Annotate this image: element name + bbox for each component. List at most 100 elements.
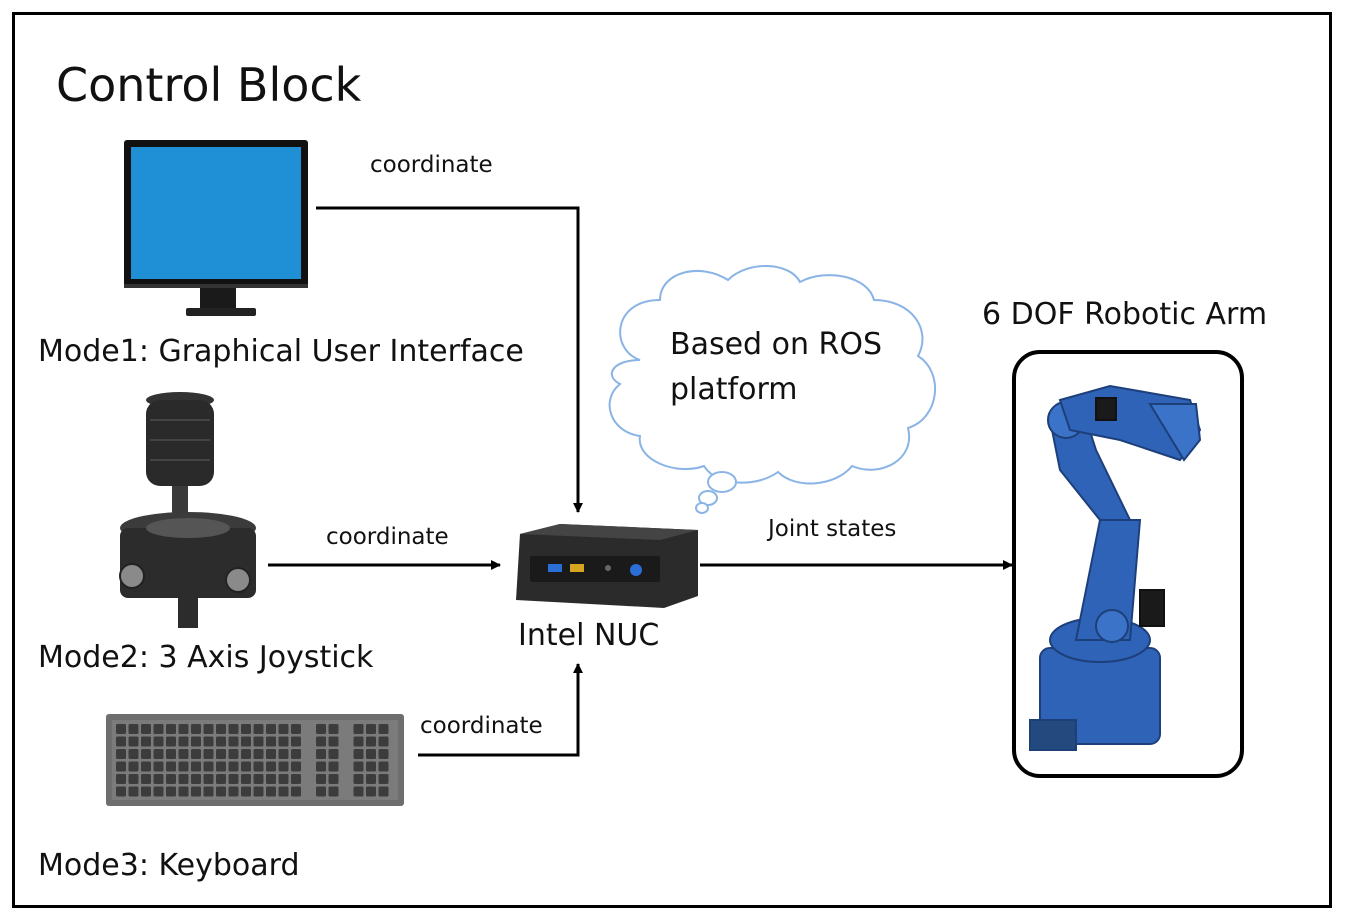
keyboard-key [328, 774, 339, 784]
keyboard-key [116, 786, 126, 797]
keyboard-key [378, 749, 389, 759]
cloud-text-line2: platform [670, 372, 798, 407]
keyboard-key [191, 786, 201, 797]
keyboard-key [153, 786, 164, 797]
keyboard-key [216, 761, 226, 772]
keyboard-key [253, 774, 264, 784]
keyboard-key [191, 761, 201, 772]
keyboard-key [116, 761, 126, 772]
keyboard-key [203, 786, 214, 797]
keyboard-key [328, 749, 339, 759]
coordinate-label-gui: coordinate [370, 152, 493, 178]
keyboard-key [266, 774, 276, 784]
keyboard-key [353, 761, 364, 772]
keyboard-icon [106, 714, 404, 806]
keyboard-key [378, 724, 389, 734]
coordinate-label-keyboard: coordinate [420, 713, 543, 739]
robotic-arm-icon [1029, 384, 1202, 751]
keyboard-key [228, 736, 239, 747]
keyboard-key [253, 786, 264, 797]
keyboard-key [353, 749, 364, 759]
keyboard-key [166, 761, 176, 772]
keyboard-key [178, 774, 189, 784]
keyboard-key [178, 761, 189, 772]
keyboard-key [291, 749, 301, 759]
keyboard-key [153, 749, 164, 759]
intel-nuc-icon [516, 524, 698, 608]
keyboard-key [203, 774, 214, 784]
keyboard-key [353, 736, 364, 747]
keyboard-key [166, 736, 176, 747]
keyboard-key [278, 724, 289, 734]
keyboard-key [241, 786, 251, 797]
keyboard-key [141, 749, 151, 759]
keyboard-key [291, 774, 301, 784]
coordinate-label-joystick: coordinate [326, 524, 449, 550]
keyboard-key [166, 724, 176, 734]
keyboard-key [366, 761, 376, 772]
keyboard-key [253, 761, 264, 772]
keyboard-key [128, 749, 139, 759]
keyboard-key [316, 774, 326, 784]
keyboard-key [253, 736, 264, 747]
keyboard-key [203, 736, 214, 747]
keyboard-key [216, 774, 226, 784]
keyboard-key [178, 786, 189, 797]
keyboard-key [191, 774, 201, 784]
mode2-label: Mode2: 3 Axis Joystick [38, 640, 374, 675]
keyboard-key [191, 749, 201, 759]
keyboard-key [203, 749, 214, 759]
keyboard-key [203, 724, 214, 734]
page-title: Control Block [56, 58, 362, 112]
keyboard-key [128, 761, 139, 772]
intel-nuc-label: Intel NUC [518, 618, 660, 653]
keyboard-key [378, 761, 389, 772]
keyboard-key [241, 736, 251, 747]
keyboard-key [366, 724, 376, 734]
keyboard-key [116, 736, 126, 747]
keyboard-key [241, 724, 251, 734]
keyboard-key [266, 724, 276, 734]
keyboard-key [128, 724, 139, 734]
keyboard-key [153, 724, 164, 734]
keyboard-key [328, 736, 339, 747]
keyboard-key [166, 749, 176, 759]
keyboard-key [128, 774, 139, 784]
mode3-label: Mode3: Keyboard [38, 848, 300, 883]
keyboard-key [328, 724, 339, 734]
keyboard-key [191, 724, 201, 734]
keyboard-key [328, 761, 339, 772]
keyboard-key [178, 724, 189, 734]
keyboard-key [128, 736, 139, 747]
keyboard-key [291, 724, 301, 734]
keyboard-key [353, 724, 364, 734]
keyboard-key [116, 724, 126, 734]
keyboard-key [316, 724, 326, 734]
keyboard-key [141, 786, 151, 797]
thought-cloud-icon [608, 265, 937, 514]
keyboard-key [278, 736, 289, 747]
keyboard-key [153, 736, 164, 747]
keyboard-key [141, 761, 151, 772]
keyboard-key [216, 736, 226, 747]
keyboard-key [178, 736, 189, 747]
arrow-keyboard-to-nuc [418, 663, 583, 757]
keyboard-key [328, 786, 339, 797]
keyboard-key [241, 761, 251, 772]
keyboard-key [141, 736, 151, 747]
keyboard-key [266, 736, 276, 747]
keyboard-key [216, 724, 226, 734]
keyboard-key [278, 761, 289, 772]
robotic-arm-label: 6 DOF Robotic Arm [982, 297, 1268, 332]
keyboard-key [278, 786, 289, 797]
keyboard-key [116, 774, 126, 784]
keyboard-key [228, 761, 239, 772]
cloud-text-line1: Based on ROS [670, 327, 883, 362]
keyboard-key [291, 786, 301, 797]
keyboard-key [191, 736, 201, 747]
keyboard-key [316, 761, 326, 772]
keyboard-key [378, 774, 389, 784]
keyboard-key [153, 761, 164, 772]
keyboard-key [291, 736, 301, 747]
